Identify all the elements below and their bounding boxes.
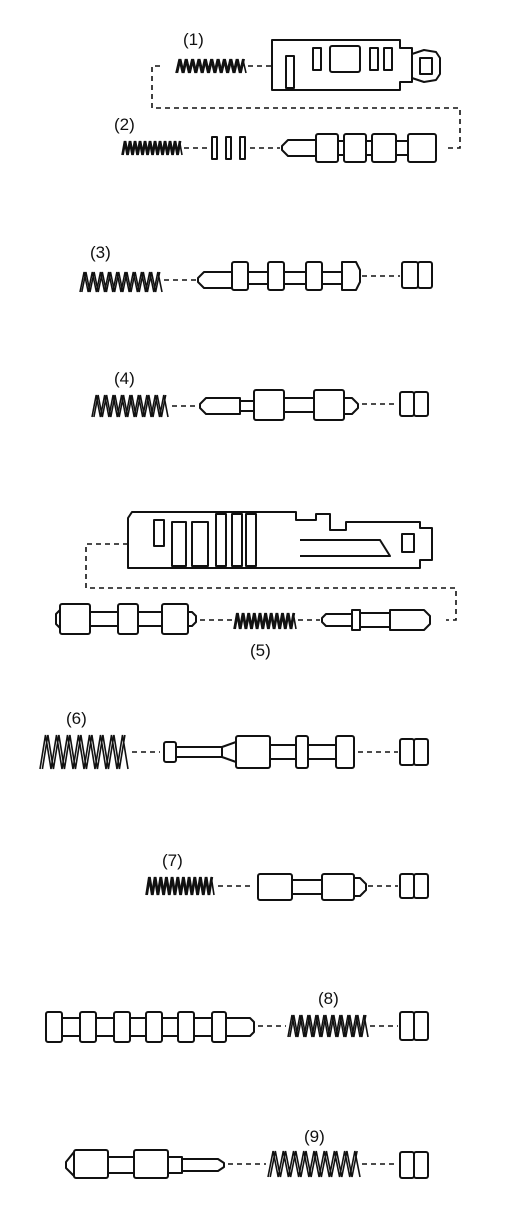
valve-spool-9 — [65, 1149, 225, 1179]
spring-coil-back — [122, 140, 182, 156]
spring-1 — [175, 58, 247, 74]
spring-6 — [39, 734, 129, 770]
assembly-3: (3) — [79, 243, 433, 293]
assembly-2: (2) — [114, 115, 437, 163]
valve-spool-3 — [197, 261, 361, 291]
spring-7 — [145, 876, 215, 896]
valve-spool-8 — [45, 1011, 255, 1043]
spring-coil — [145, 876, 215, 896]
valve-spool-2 — [281, 133, 437, 163]
label-6: (6) — [66, 709, 87, 728]
spring-coil-back — [146, 876, 214, 896]
spring-5 — [233, 612, 297, 630]
valve-body-1 — [271, 39, 441, 91]
spring-coil — [287, 1014, 369, 1038]
spring-coil-back — [93, 394, 167, 418]
plunger-5 — [321, 609, 431, 631]
label-1: (1) — [183, 30, 204, 49]
plug-6 — [399, 738, 429, 766]
assembly-9: (9) — [65, 1127, 429, 1179]
label-8: (8) — [318, 989, 339, 1008]
valve-spool-5 — [55, 603, 197, 635]
label-3: (3) — [90, 243, 111, 262]
dashed-guide — [85, 543, 457, 621]
spring-coil-back — [289, 1014, 367, 1038]
valve-spool-4 — [199, 389, 359, 421]
plug-7 — [399, 873, 429, 899]
assembly-5: (5) — [55, 511, 457, 660]
label-9: (9) — [304, 1127, 325, 1146]
spring-coil — [79, 271, 163, 293]
assembly-4: (4) — [91, 369, 429, 421]
plug-4 — [399, 391, 429, 417]
spring-coil — [39, 734, 129, 770]
plug-3 — [401, 261, 433, 289]
dashed-guide — [151, 65, 461, 149]
shims — [211, 136, 246, 160]
spring-coil — [121, 140, 183, 156]
spring-2 — [121, 140, 183, 156]
label-2: (2) — [114, 115, 135, 134]
assembly-1: (1) — [151, 30, 461, 149]
spring-4 — [91, 394, 169, 418]
spring-coil — [267, 1150, 361, 1178]
assembly-7: (7) — [145, 851, 429, 901]
plug-9 — [399, 1151, 429, 1179]
label-4: (4) — [114, 369, 135, 388]
label-7: (7) — [162, 851, 183, 870]
spring-coil-back — [81, 271, 161, 293]
spring-coil-back — [269, 1150, 358, 1178]
spring-3 — [79, 271, 163, 293]
valve-body-5 — [127, 511, 433, 569]
valve-spool-6 — [163, 735, 355, 769]
spring-coil-back — [41, 734, 126, 770]
spring-coil-back — [234, 612, 296, 630]
label-5: (5) — [250, 641, 271, 660]
plug-8 — [399, 1011, 429, 1041]
spring-8 — [287, 1014, 369, 1038]
assembly-8: (8) — [45, 989, 429, 1043]
assembly-6: (6) — [39, 709, 429, 770]
spring-coil-back — [176, 58, 245, 74]
valve-spool-7 — [257, 873, 367, 901]
spring-9 — [267, 1150, 361, 1178]
spring-coil — [91, 394, 169, 418]
